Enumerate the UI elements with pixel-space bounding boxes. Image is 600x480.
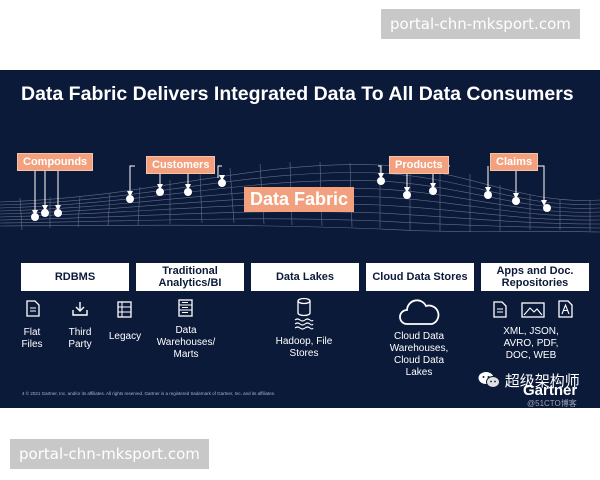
slide-footer: 4 © 2021 Gartner, Inc. and/or its affili…: [22, 391, 276, 396]
wechat-icon: [478, 372, 500, 388]
table-icon: [117, 301, 132, 318]
wechat-account-name: 超级架构师: [504, 372, 580, 390]
source-item-legacy: Legacy: [108, 331, 142, 342]
source-item-flat-files: Flat Files: [21, 327, 43, 350]
slide: Data Fabric Delivers Integrated Data To …: [0, 70, 600, 408]
image-icon: [521, 302, 545, 318]
watermark-bottom: portal-chn-mksport.com: [10, 439, 209, 469]
gartner-logo: Gartner: [523, 382, 578, 399]
source-item-data-warehouses: Data Warehouses/ Marts: [156, 325, 216, 360]
database-icon: [294, 297, 314, 330]
document-icon: [26, 300, 40, 317]
pdf-icon: [558, 300, 573, 318]
source-header-analytics: Traditional Analytics/BI: [136, 263, 244, 291]
watermark-top: portal-chn-mksport.com: [381, 9, 580, 39]
consumer-tag-compounds: Compounds: [17, 153, 94, 171]
consumer-tag-claims: Claims: [490, 153, 539, 171]
source-item-file-formats: XML, JSON, AVRO, PDF, DOC, WEB: [503, 326, 559, 361]
source-header-data-lakes: Data Lakes: [251, 263, 359, 291]
wechat-account: 超级架构师: [478, 370, 580, 391]
source-header-cloud: Cloud Data Stores: [366, 263, 474, 291]
cloud-icon: [399, 299, 440, 325]
server-icon: [178, 299, 193, 317]
download-tray-icon: [72, 302, 88, 316]
source-item-hadoop: Hadoop, File Stores: [275, 336, 333, 359]
consumer-tag-customers: Customers: [146, 156, 216, 174]
source-item-third-party: Third Party: [68, 327, 92, 350]
blog-mark: @51CTO博客: [527, 399, 577, 408]
document-icon: [493, 301, 507, 318]
source-header-apps: Apps and Doc. Repositories: [481, 263, 589, 291]
source-item-cloud-warehouses: Cloud Data Warehouses, Cloud Data Lakes: [389, 331, 449, 378]
slide-title: Data Fabric Delivers Integrated Data To …: [21, 83, 574, 105]
consumer-tag-products: Products: [389, 156, 449, 174]
fabric-nodes: [31, 177, 551, 221]
data-fabric-label: Data Fabric: [244, 187, 355, 212]
source-header-rdbms: RDBMS: [21, 263, 129, 291]
